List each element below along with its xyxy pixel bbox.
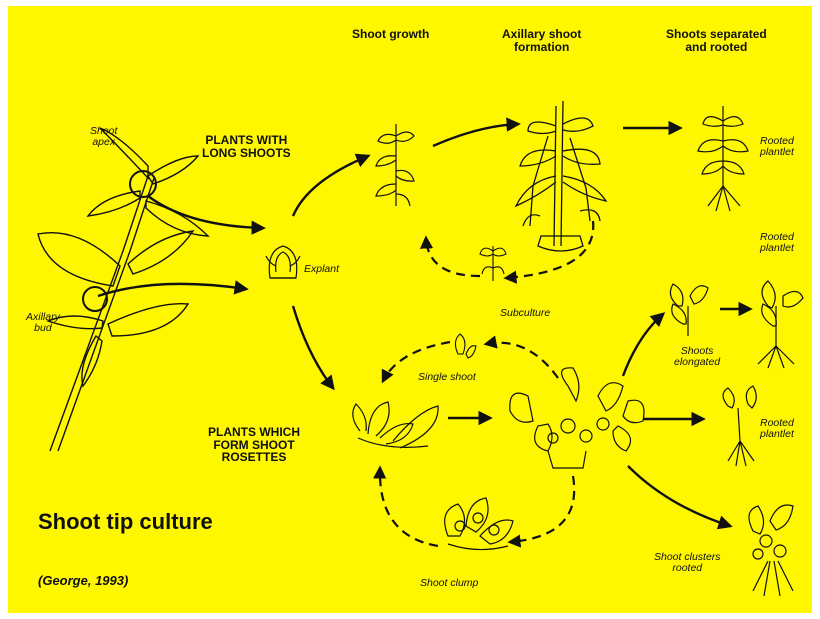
- figure-title: Shoot tip culture: [38, 510, 213, 533]
- label-subculture: Subculture: [500, 308, 550, 319]
- label-single-shoot: Single shoot: [418, 372, 476, 383]
- header-shoot-growth: Shoot growth: [352, 28, 429, 41]
- label-shoot-clump: Shoot clump: [420, 578, 478, 589]
- figure-citation: (George, 1993): [38, 574, 128, 588]
- label-explant: Explant: [304, 264, 339, 275]
